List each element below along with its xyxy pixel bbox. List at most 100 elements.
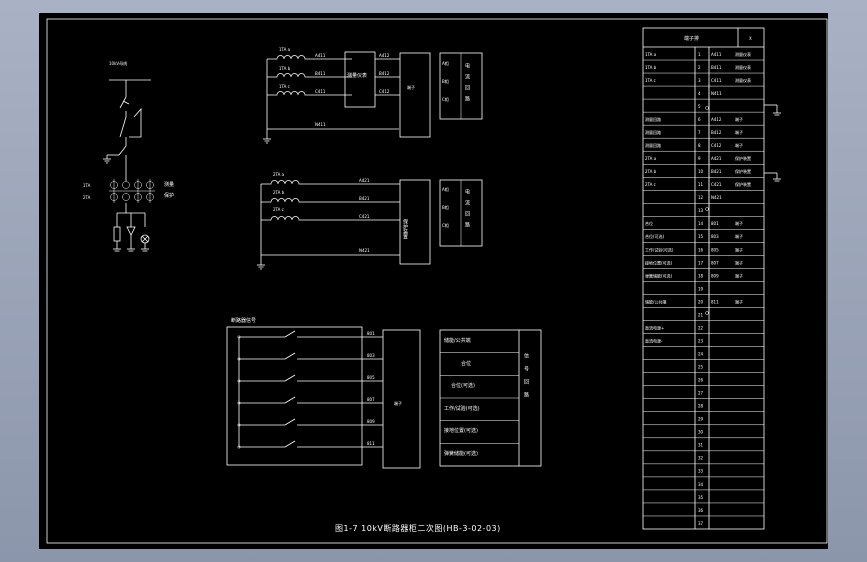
terminal-row-code: 811 bbox=[711, 299, 719, 304]
ct-right-label-2: 保护 bbox=[164, 192, 174, 199]
terminal-row-number: 32 bbox=[698, 456, 704, 461]
terminal-row-code: 805 bbox=[711, 247, 719, 252]
terminal-strip-frame bbox=[642, 27, 765, 530]
signal-row-6: 弹簧储能(可选) bbox=[444, 450, 478, 457]
terminal-row-left: 2TA c bbox=[645, 182, 656, 187]
terminal-row-number: 11 bbox=[698, 182, 704, 187]
protect-current-circuit: 2TA a 2TA b 2TA c A421 B421 C421 N421 保护… bbox=[257, 172, 483, 270]
protect-wire-label-4: N421 bbox=[359, 248, 370, 253]
signal-contact bbox=[284, 352, 296, 360]
terminal-row-number: 30 bbox=[698, 430, 704, 435]
terminal-row-number: 14 bbox=[698, 221, 704, 226]
terminal-row-code: N421 bbox=[711, 195, 722, 200]
signal-terminal-label-5: 809 bbox=[367, 419, 375, 424]
protect-wire-label-3: C421 bbox=[359, 214, 370, 219]
terminal-row-number: 5 bbox=[698, 104, 701, 109]
terminal-row-code: 801 bbox=[711, 221, 719, 226]
terminal-row-left: 合位 bbox=[645, 220, 653, 226]
terminal-row-left: 合位(可选) bbox=[645, 233, 665, 239]
terminal-row-left: 储能/公共端 bbox=[645, 298, 666, 304]
protect-panel-text: 电流回路 bbox=[464, 188, 470, 233]
terminal-row-number: 23 bbox=[698, 338, 704, 343]
terminal-row-number: 10 bbox=[698, 169, 704, 174]
drawing-sheet: 10kV母线 1TA 2TA 测量 保护 bbox=[39, 13, 828, 549]
terminal-row-left: 1TA b bbox=[645, 65, 657, 70]
terminal-row-right: 端子 bbox=[735, 298, 743, 304]
meter-out-label-3: C412 bbox=[379, 89, 390, 94]
protect-device bbox=[399, 179, 431, 265]
signal-contact bbox=[284, 374, 296, 382]
terminal-row-number: 21 bbox=[698, 312, 704, 317]
terminal-row-left: 直流电源- bbox=[645, 337, 663, 343]
terminal-row-number: 7 bbox=[698, 130, 701, 135]
signal-row-2: 合位 bbox=[461, 360, 471, 367]
terminal-row-left: 直流电源+ bbox=[645, 324, 664, 330]
meter-panel-text: 电流回路 bbox=[464, 62, 470, 107]
terminal-row-right: 端子 bbox=[735, 259, 743, 265]
terminal-row-left: 1TA c bbox=[645, 78, 656, 83]
terminal-row-right: 测量仪表 bbox=[735, 77, 751, 83]
signal-terminals: 801 803 805 807 809 811 bbox=[367, 331, 375, 446]
terminal-row-number: 3 bbox=[698, 78, 701, 83]
signal-terminal-box-label: 端子 bbox=[394, 400, 402, 406]
meter-out-label-1: A412 bbox=[379, 53, 390, 58]
terminal-row-right: 端子 bbox=[735, 246, 743, 252]
terminal-row-right: 测量仪表 bbox=[735, 51, 751, 57]
signal-contact bbox=[284, 440, 296, 448]
terminal-row-left: 1TA a bbox=[645, 52, 657, 57]
protect-coil-label-3: 2TA c bbox=[273, 207, 284, 212]
terminal-row-code: C412 bbox=[711, 143, 722, 148]
terminal-row-right: 端子 bbox=[735, 272, 743, 278]
signal-frame bbox=[226, 326, 363, 466]
drawing-frame bbox=[46, 18, 828, 544]
terminal-row-code: 809 bbox=[711, 273, 719, 278]
terminal-row-number: 1 bbox=[698, 52, 701, 57]
terminal-row-right: 测量仪表 bbox=[735, 64, 751, 70]
terminal-row-code: B412 bbox=[711, 130, 722, 135]
voltage-indicator bbox=[126, 226, 136, 236]
terminal-row-number: 31 bbox=[698, 443, 704, 448]
protect-side-label-1: A相 bbox=[442, 186, 449, 192]
signal-terminal-label-2: 803 bbox=[367, 353, 375, 358]
terminal-row-number: 37 bbox=[698, 521, 704, 526]
terminal-row-number: 25 bbox=[698, 365, 704, 370]
terminal-strip-header-right: X bbox=[749, 36, 752, 41]
ct-left-label-2: 2TA bbox=[83, 195, 91, 200]
terminal-row-number: 12 bbox=[698, 195, 704, 200]
signal-title: 断路器信号 bbox=[231, 317, 256, 324]
meter-side-label-1: A相 bbox=[442, 60, 449, 66]
meter-coil-label-3: 1TA c bbox=[279, 84, 290, 89]
terminal-row-number: 34 bbox=[698, 482, 704, 487]
terminal-row-right: 端子 bbox=[735, 233, 743, 239]
protect-side-label-3: C相 bbox=[442, 222, 449, 228]
terminal-row-left: 工作/试验(可选) bbox=[645, 246, 674, 252]
signal-rows: 储能/公共端 合位 合位(可选) 工作/试验(可选) 接地位置(可选) 弹簧储能… bbox=[440, 337, 519, 457]
terminal-row-right: 端子 bbox=[735, 116, 743, 122]
signal-side-text: 信号回路 bbox=[523, 352, 529, 405]
terminal-row-number: 17 bbox=[698, 260, 704, 265]
terminal-row-code: A412 bbox=[711, 117, 722, 122]
protect-side-label-2: B相 bbox=[442, 204, 449, 210]
terminal-row-number: 35 bbox=[698, 495, 704, 500]
signal-row-1: 储能/公共端 bbox=[444, 337, 471, 344]
signal-contact bbox=[284, 396, 296, 404]
terminal-row-number: 6 bbox=[698, 117, 701, 122]
signal-row-5: 接地位置(可选) bbox=[444, 427, 478, 434]
meter-side-label-3: C相 bbox=[442, 96, 449, 102]
terminal-row-number: 8 bbox=[698, 143, 701, 148]
meter-terminal-box bbox=[399, 52, 431, 138]
signal-terminal-box bbox=[382, 329, 421, 469]
signal-row-4: 工作/试验(可选) bbox=[444, 405, 480, 412]
meter-wire-label-3: C411 bbox=[315, 89, 326, 94]
terminal-row-left: 弹簧储能(可选) bbox=[645, 272, 673, 278]
terminal-row-right: 端子 bbox=[735, 220, 743, 226]
terminal-row-right: 保护装置 bbox=[735, 155, 751, 161]
signal-terminal-label-4: 807 bbox=[367, 397, 375, 402]
disconnector-upper bbox=[119, 96, 127, 109]
terminal-row-number: 22 bbox=[698, 325, 704, 330]
terminal-row-number: 9 bbox=[698, 156, 701, 161]
meter-side-label-2: B相 bbox=[442, 78, 449, 84]
signal-circuit: 断路器信号 801 803 805 807 809 811 端子 储能/公共端 … bbox=[226, 317, 542, 469]
protect-wire-label-1: A421 bbox=[359, 178, 370, 183]
terminal-row-right: 端子 bbox=[735, 129, 743, 135]
